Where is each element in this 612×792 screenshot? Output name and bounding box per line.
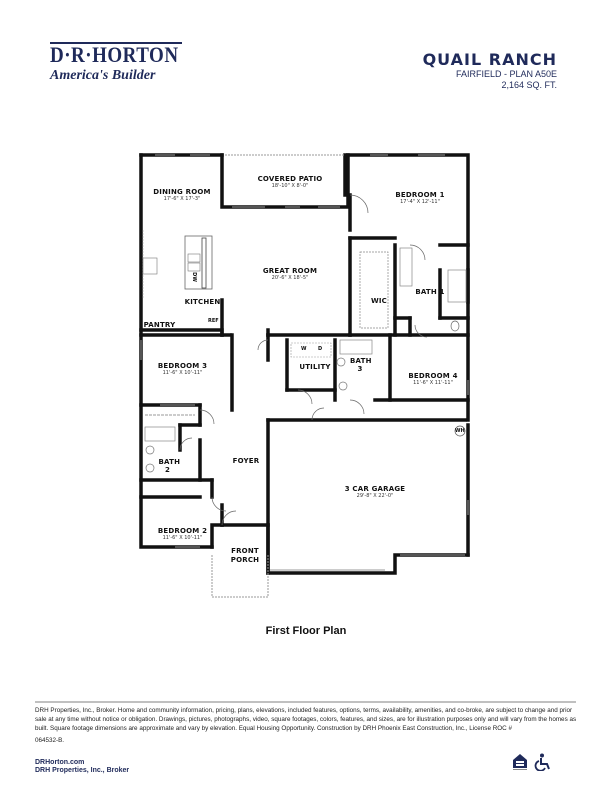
- footer-icons: [512, 753, 552, 771]
- room-dimensions: 17'-6" X 17'-3": [163, 196, 201, 202]
- room-dimensions: 11'-6" X 10'-11": [162, 535, 203, 541]
- room-bath-2: BATH 2: [155, 458, 180, 474]
- dishwasher-label: DW: [190, 272, 197, 282]
- room-name: PANTRY: [143, 321, 176, 329]
- dryer-label: D: [318, 346, 323, 352]
- room-bedroom-2: BEDROOM 2 11'-6" X 10'-11": [145, 527, 220, 542]
- footer-contact: DRHorton.com DRH Properties, Inc., Broke…: [35, 759, 129, 775]
- logo-rule: [50, 42, 182, 44]
- room-name: BEDROOM 4: [408, 372, 458, 380]
- room-name: GREAT ROOM: [262, 267, 318, 275]
- room-bath-1: BATH 1: [410, 288, 450, 296]
- room-name: BATH 1: [415, 288, 445, 296]
- legal-disclaimer: DRH Properties, Inc., Broker. Home and c…: [35, 707, 577, 732]
- room-dimensions: 11'-6" X 11'-11": [413, 380, 453, 386]
- room-name: FOYER: [232, 457, 260, 465]
- square-footage: 2,164 SQ. FT.: [501, 80, 557, 90]
- room-name: BEDROOM 2: [157, 527, 208, 535]
- room-bedroom-1: BEDROOM 1 17'-4" X 12'-11": [375, 191, 465, 206]
- room-name: COVERED PATIO: [257, 175, 323, 183]
- room-name: DINING ROOM: [153, 188, 211, 196]
- room-name: KITCHEN: [184, 298, 221, 306]
- room-3-car-garage: 3 CAR GARAGE 29'-8" X 22'-0": [325, 485, 425, 500]
- room-great-room: GREAT ROOM 20'-6" X 18'-5": [250, 267, 330, 282]
- room-name: BATH 2: [158, 458, 181, 474]
- washer-label: W: [301, 346, 307, 352]
- refrigerator-label: REF: [208, 318, 219, 324]
- room-name: 3 CAR GARAGE: [344, 485, 406, 493]
- logo-name: D·R·HORTON: [50, 43, 179, 68]
- drhorton-logo: D·R·HORTON America's Builder: [50, 42, 182, 84]
- floor-plan-caption: First Floor Plan: [265, 625, 347, 637]
- room-dimensions: 17'-4" X 12'-11": [400, 199, 440, 205]
- room-dimensions: 18'-10" X 8'-0": [271, 183, 309, 189]
- room-bedroom-3: BEDROOM 3 11'-6" X 10'-11": [145, 362, 220, 377]
- license-number: 064532-B.: [35, 737, 65, 744]
- room-name: WIC: [370, 297, 388, 305]
- room-name: FRONT PORCH: [230, 547, 260, 564]
- room-dimensions: 29'-8" X 22'-0": [356, 493, 394, 499]
- room-pantry: PANTRY: [142, 321, 177, 329]
- room-name: UTILITY: [299, 363, 331, 371]
- room-utility: UTILITY: [295, 363, 335, 371]
- room-dimensions: 11'-6" X 10'-11": [162, 370, 203, 376]
- broker-name: DRH Properties, Inc., Broker: [35, 767, 130, 774]
- room-name: BEDROOM 3: [157, 362, 208, 370]
- community-name: QUAIL RANCH: [422, 50, 557, 69]
- room-foyer: FOYER: [226, 457, 266, 465]
- room-dining-room: DINING ROOM 17'-6" X 17'-3": [142, 188, 222, 203]
- room-front-porch: FRONT PORCH: [226, 547, 264, 565]
- room-name: BATH 3: [350, 357, 372, 373]
- room-wic: WIC: [364, 297, 394, 305]
- equal-housing-icon: [513, 754, 527, 770]
- room-dimensions: 20'-6" X 18'-5": [271, 275, 309, 281]
- plan-name: FAIRFIELD - PLAN A50E: [455, 69, 557, 79]
- water-heater-label: WH: [455, 428, 465, 434]
- logo-tagline: America's Builder: [50, 68, 156, 83]
- room-kitchen: KITCHEN: [180, 298, 225, 306]
- room-bath-3: BATH 3: [345, 357, 375, 373]
- room-bedroom-4: BEDROOM 4 11'-6" X 11'-11": [393, 372, 473, 387]
- footer-divider: [35, 701, 576, 703]
- accessibility-icon: [534, 753, 550, 771]
- room-name: BEDROOM 1: [395, 191, 445, 199]
- room-covered-patio: COVERED PATIO 18'-10" X 8'-0": [240, 175, 340, 190]
- community-info: QUAIL RANCH FAIRFIELD - PLAN A50E 2,164 …: [423, 50, 557, 91]
- website-link[interactable]: DRHorton.com: [35, 759, 85, 766]
